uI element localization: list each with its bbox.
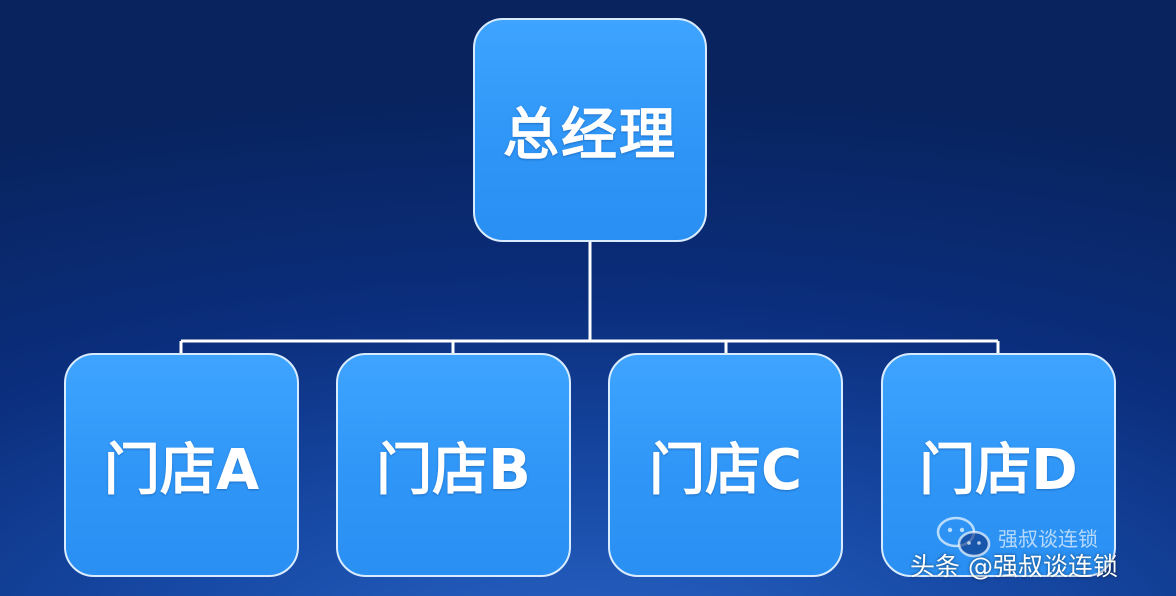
node-store-b-label: 门店B — [376, 437, 531, 503]
watermark-inner-text: 强叔谈连锁 — [998, 527, 1098, 551]
node-store-a: 门店A — [64, 353, 299, 577]
node-store-b: 门店B — [336, 353, 571, 577]
node-general-manager-label: 总经理 — [503, 102, 677, 168]
node-store-c-label: 门店C — [648, 437, 803, 503]
node-general-manager: 总经理 — [473, 18, 707, 242]
node-store-d: 门店D — [881, 353, 1116, 577]
watermark-outer-text: 头条 @强叔谈连锁 — [910, 552, 1118, 581]
wechat-icon — [936, 516, 991, 558]
node-store-a-label: 门店A — [103, 437, 260, 503]
node-store-c: 门店C — [608, 353, 843, 577]
node-store-d-label: 门店D — [919, 437, 1078, 503]
